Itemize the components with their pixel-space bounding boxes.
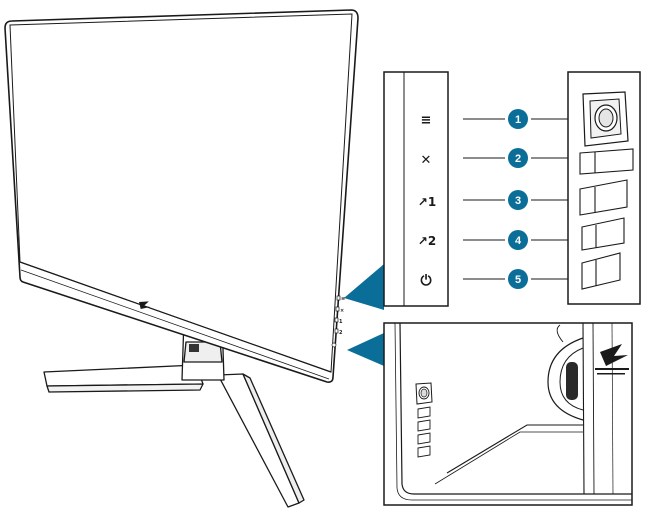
rear-buttons-zoom: [568, 72, 640, 304]
menu-icon: ≡: [421, 113, 432, 128]
power-icon: ⏻: [420, 273, 431, 289]
callout-number-2: 2: [508, 148, 528, 168]
callout-pointer-bottom: [347, 333, 384, 366]
svg-text:4: 4: [515, 235, 522, 247]
callout-number-1: 1: [508, 109, 528, 129]
svg-text:✕: ✕: [421, 153, 432, 168]
svg-text:⏻: ⏻: [420, 273, 431, 289]
callout-number-3: 3: [508, 190, 528, 210]
svg-text:↗1: ↗1: [418, 195, 436, 209]
close-icon: ✕: [421, 153, 432, 168]
shortcut-1-icon: ↗1: [418, 195, 436, 209]
svg-text:5: 5: [515, 274, 521, 286]
svg-text:3: 3: [515, 195, 521, 207]
button-strip-zoom: ≡ ✕ ↗1 ↗2 ⏻: [384, 72, 448, 306]
callout-number-4: 4: [508, 230, 528, 250]
svg-text:1: 1: [515, 114, 521, 126]
callout-number-5: 5: [508, 269, 528, 289]
svg-text:×: ×: [340, 308, 344, 314]
shortcut-2-icon: ↗2: [418, 234, 436, 248]
svg-text:2: 2: [339, 330, 343, 336]
svg-text:↗2: ↗2: [418, 234, 436, 248]
svg-text:2: 2: [515, 153, 521, 165]
svg-text:1: 1: [339, 319, 343, 325]
svg-text:≡: ≡: [421, 113, 432, 128]
monitor-screen: [10, 14, 352, 372]
callout-pointer-top: [344, 264, 384, 310]
rear-button-2: [580, 149, 633, 174]
rear-view-zoom: [384, 323, 632, 505]
joystick-button: [583, 92, 628, 146]
monitor: ≡ × 1 2: [5, 10, 358, 507]
svg-text:≡: ≡: [341, 296, 345, 302]
